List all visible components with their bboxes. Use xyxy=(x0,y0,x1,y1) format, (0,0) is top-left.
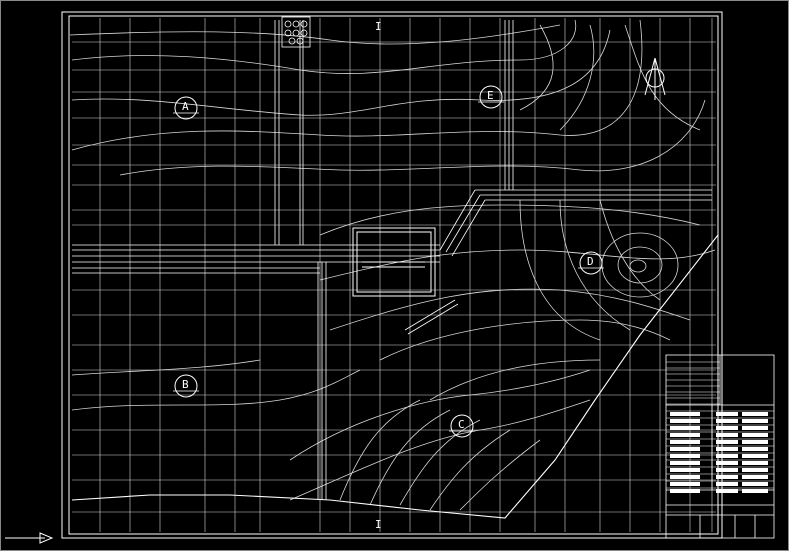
contour-lines xyxy=(69,19,716,511)
zone-letter: B xyxy=(182,378,189,391)
village-cluster xyxy=(281,16,311,48)
zone-letter: D xyxy=(587,255,594,268)
zone-letter: E xyxy=(487,89,494,102)
roadways xyxy=(72,20,712,500)
section-mark-top: I xyxy=(375,20,382,33)
north-arrow-icon xyxy=(644,57,666,100)
zone-letter: A xyxy=(182,100,189,113)
zone-marker: B xyxy=(173,374,199,398)
mine-boundary xyxy=(71,234,719,519)
zone-marker: A xyxy=(173,96,199,120)
section-mark-bottom: I xyxy=(375,518,382,531)
industrial-site xyxy=(352,227,436,297)
arrow-icon xyxy=(5,532,54,544)
zone-markers: A E D B C xyxy=(173,85,604,438)
zone-marker: D xyxy=(578,251,604,275)
coordinate-grid xyxy=(72,18,716,532)
zone-marker: E xyxy=(478,85,504,109)
zone-letter: C xyxy=(458,418,465,431)
zone-marker: C xyxy=(449,414,475,438)
title-block-rows xyxy=(666,361,774,493)
